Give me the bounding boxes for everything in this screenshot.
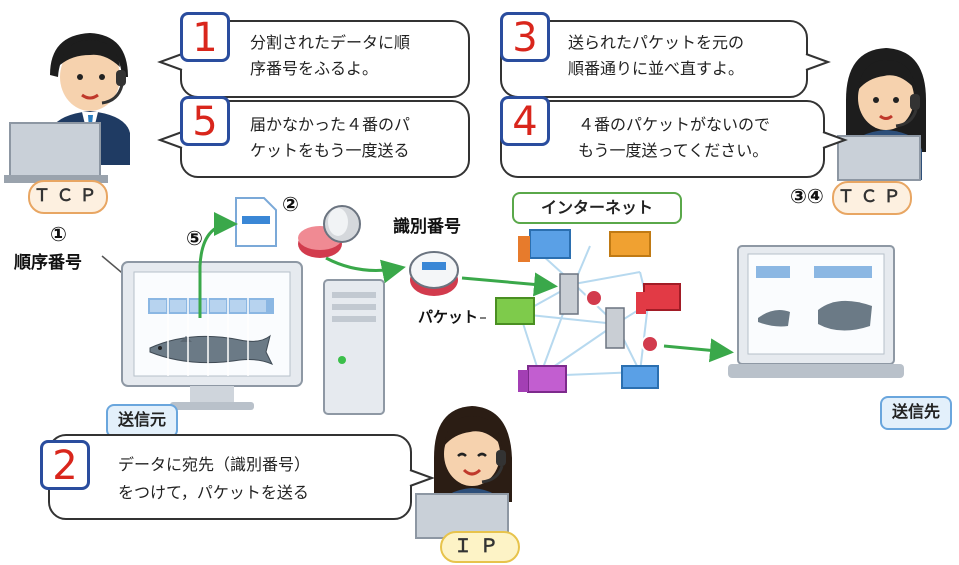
speech-bubble-4 [500,100,825,178]
bubble-5-line-2: ケットをもう一度送る [250,141,410,160]
sequence-number-label: 順序番号 [14,253,82,273]
document-icon [235,197,277,247]
packet-capsule-icon [298,205,361,258]
bubble-2-line-1: データに宛先（識別番号） [118,455,311,474]
network-cloud-icon [495,229,681,393]
bubble-4-tail [822,131,848,149]
circle-1-label: ① [50,222,67,246]
bubble-4-line-1: ４番のパケットがないので [578,115,771,134]
packet-label: パケット [418,308,479,326]
step-number-5: 5 [180,96,230,146]
step-number-4: 4 [500,96,550,146]
steps-right-label: ③④ [790,184,824,208]
bubble-1-tail [157,53,183,71]
sender-label: 送信元 [106,404,178,438]
bubble-3-line-1: 送られたパケットを元の [568,33,745,52]
circle-5-label: ⑤ [186,226,203,250]
step-number-1: 1 [180,12,230,62]
tcp-label-left: ＴＣＰ [28,180,108,214]
step-number-2: 2 [40,440,90,490]
bubble-5-tail [157,131,183,149]
operator-bottom-icon [415,406,512,539]
circle-2-label: ② [282,192,299,216]
receiver-laptop-icon [728,245,904,378]
bubble-2-line-2: をつけて，パケットを送る [118,483,309,502]
packet-capsule-with-id-icon [409,251,459,296]
speech-bubble-3 [500,20,808,98]
operator-left-icon [4,33,130,183]
bubble-5-line-1: 届かなかった４番のパ [250,115,411,134]
bubble-2-tail [409,469,435,487]
bubble-3-tail [805,53,831,71]
bubble-1-line-2: 序番号をふるよ。 [250,59,379,78]
bubble-1-line-1: 分割されたデータに順 [250,33,411,52]
ip-label: ＩＰ [440,531,520,563]
salmon-icon [149,334,274,365]
tcp-label-right: ＴＣＰ [832,181,912,215]
internet-label: インターネット [512,192,682,224]
server-tower-icon [323,279,385,415]
step-number-3: 3 [500,12,550,62]
bubble-4-line-2: もう一度送ってください。 [578,141,769,160]
receiver-label: 送信先 [880,396,952,430]
identifier-label: 識別番号 [393,217,461,237]
sender-computer-icon [121,261,303,410]
operator-right-icon [837,48,926,181]
bubble-3-line-2: 順番通りに並べ直すよ。 [568,59,745,78]
